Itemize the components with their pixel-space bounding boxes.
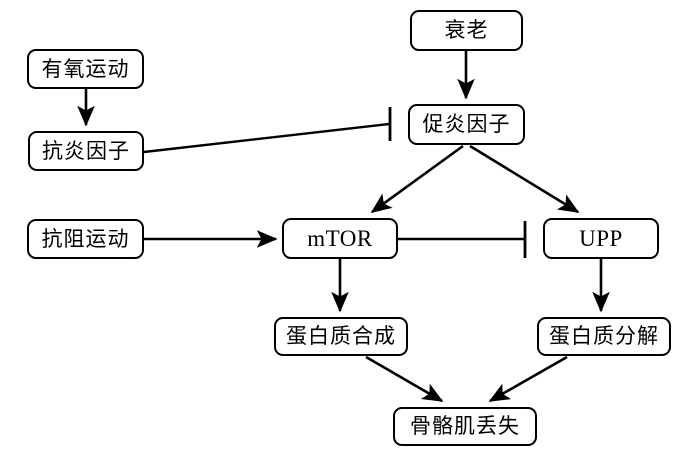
node-upp[interactable]: UPP [543,218,659,259]
node-resistance-exercise[interactable]: 抗阻运动 [27,219,144,259]
node-skeletal-muscle-loss-label: 骨骼肌丢失 [410,414,520,438]
node-aerobic-exercise[interactable]: 有氧运动 [27,49,144,89]
node-aging-label: 衰老 [444,18,489,42]
edge-breakdown-to-muscleloss [488,355,568,403]
edge-antiinflam-to-proinflam [143,107,392,154]
node-upp-label: UPP [579,226,623,251]
node-proinflammatory-factors-label: 促炎因子 [422,112,511,136]
edge-synthesis-to-muscleloss [365,355,444,403]
node-antiinflammatory-factors[interactable]: 抗炎因子 [28,131,144,171]
node-skeletal-muscle-loss[interactable]: 骨骼肌丢失 [393,407,537,446]
node-resistance-exercise-label: 抗阻运动 [41,226,130,251]
node-protein-synthesis[interactable]: 蛋白质合成 [274,317,408,356]
node-proinflammatory-factors[interactable]: 促炎因子 [408,104,525,145]
edge-proinflam-to-upp [469,144,580,214]
node-protein-breakdown-label: 蛋白质分解 [549,324,659,348]
node-aerobic-exercise-label: 有氧运动 [41,56,130,81]
node-protein-breakdown[interactable]: 蛋白质分解 [537,317,671,356]
node-mtor[interactable]: mTOR [282,218,398,259]
node-antiinflammatory-factors-label: 抗炎因子 [42,138,130,163]
edge-mtor-to-upp [398,221,527,258]
edge-proinflam-to-mtor [370,144,464,214]
node-aging[interactable]: 衰老 [410,10,523,51]
node-protein-synthesis-label: 蛋白质合成 [286,324,396,348]
node-mtor-label: mTOR [307,226,373,251]
